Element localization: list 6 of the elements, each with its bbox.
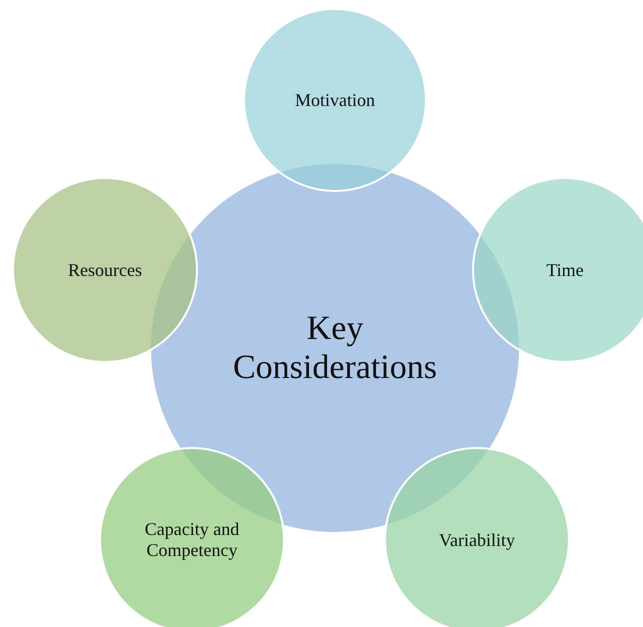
circle-label: Time bbox=[546, 260, 584, 280]
circle-label: Capacity and Competency bbox=[144, 519, 240, 561]
circle-label: Resources bbox=[68, 260, 142, 280]
circle-label: Motivation bbox=[295, 90, 375, 110]
circle-label: Variability bbox=[439, 530, 515, 550]
circle-label: Key Considerations bbox=[232, 308, 438, 388]
